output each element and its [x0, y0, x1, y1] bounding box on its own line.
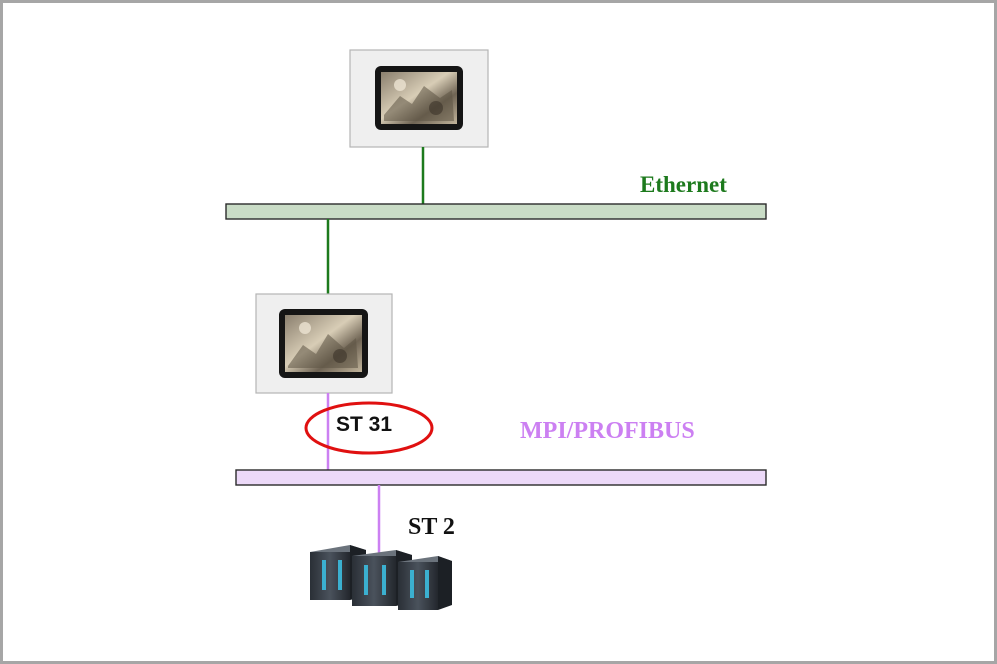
plc-rack-icon	[310, 545, 452, 610]
mpi-profibus-bus	[235, 469, 767, 486]
top-hmi-panel	[349, 49, 489, 148]
highlight-ring	[304, 401, 434, 455]
mpi-profibus-label: MPI/PROFIBUS	[520, 418, 695, 444]
ethernet-bus	[225, 203, 767, 220]
station-st2-label: ST 2	[408, 514, 455, 540]
station-st31-label: ST 31	[336, 413, 393, 436]
hmi-touch-panel-icon	[375, 66, 463, 130]
ethernet-label: Ethernet	[640, 172, 727, 197]
middle-hmi-panel	[255, 293, 393, 394]
hmi-touch-panel-icon	[279, 309, 368, 378]
